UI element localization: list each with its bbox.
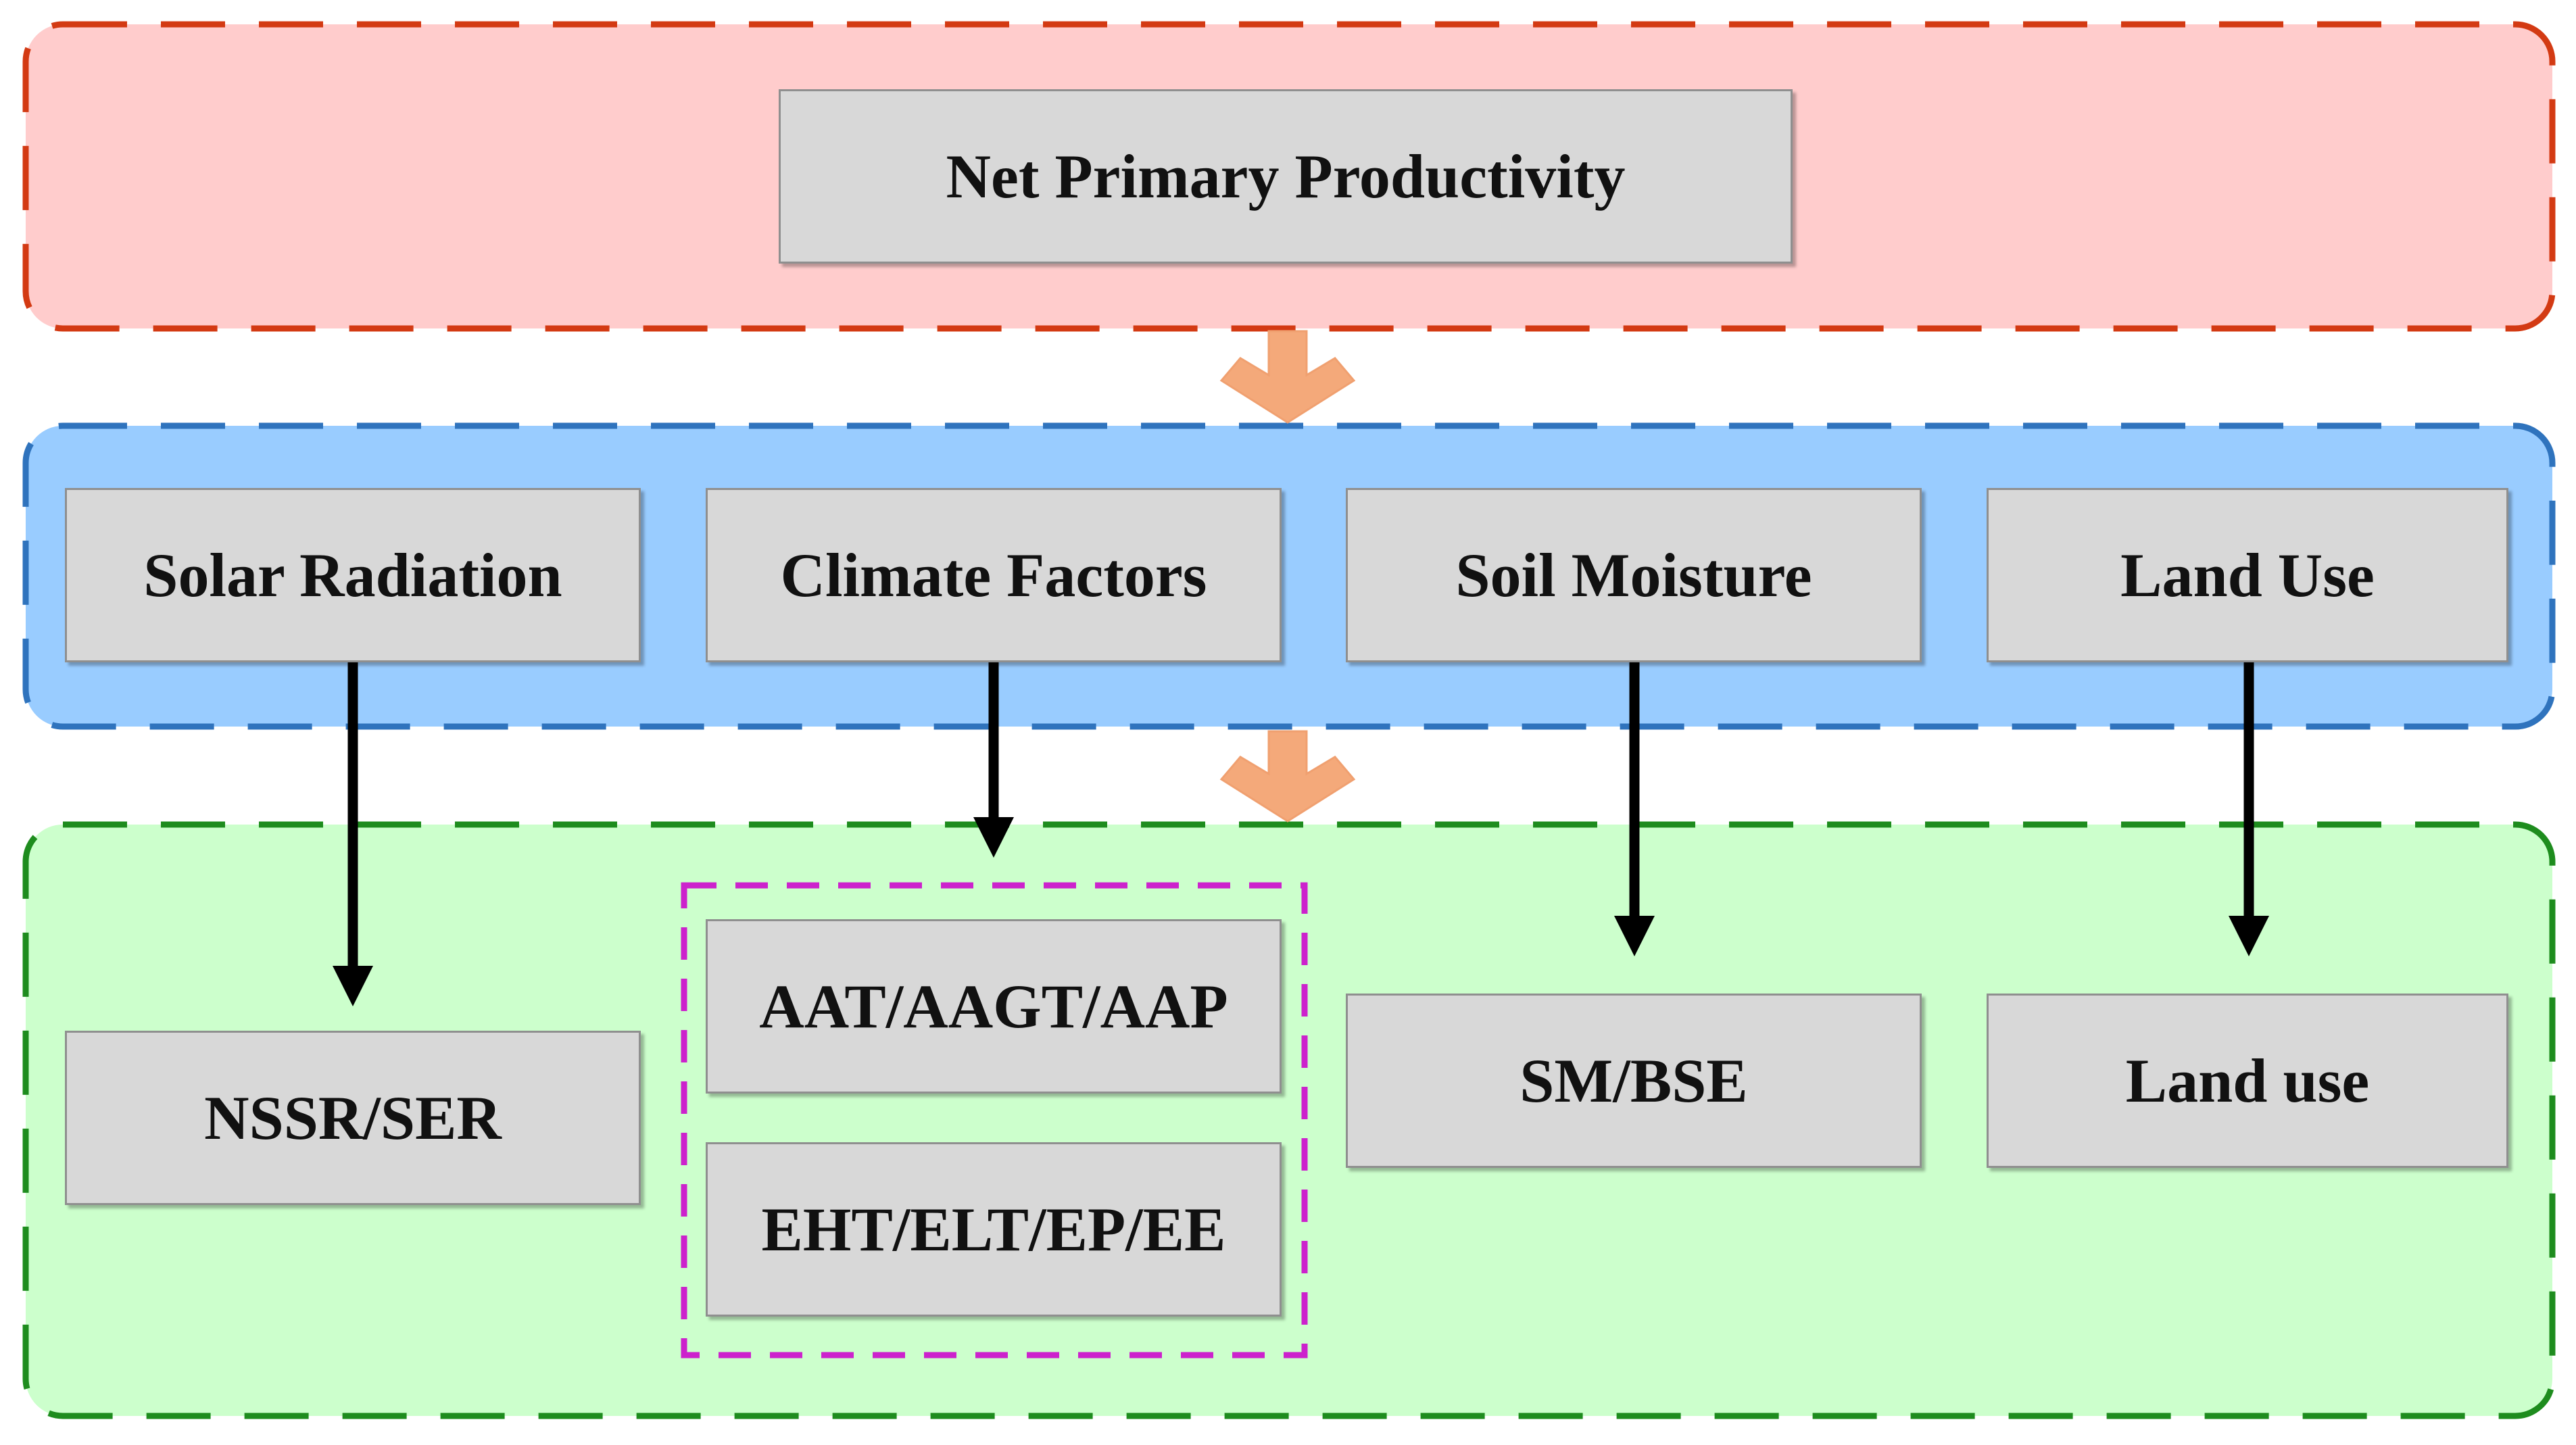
bottom-layer-panel bbox=[22, 821, 2556, 1419]
climate-variables-group bbox=[681, 882, 1308, 1358]
net-primary-productivity-box: Net Primary Productivity bbox=[779, 89, 1793, 264]
climate-factors-box: Climate Factors bbox=[706, 488, 1282, 662]
aat-aagt-aap-box: AAT/AAGT/AAP bbox=[706, 919, 1282, 1094]
soil-moisture-box: Soil Moisture bbox=[1346, 488, 1922, 662]
land-use-output-box: Land use bbox=[1987, 994, 2508, 1168]
block-arrow-down-icon bbox=[1219, 330, 1356, 424]
eht-elt-ep-ee-box: EHT/ELT/EP/EE bbox=[706, 1142, 1282, 1317]
nssr-ser-box: NSSR/SER bbox=[65, 1031, 641, 1205]
land-use-box: Land Use bbox=[1987, 488, 2508, 662]
block-arrow-down-icon bbox=[1219, 730, 1356, 823]
solar-radiation-box: Solar Radiation bbox=[65, 488, 641, 662]
sm-bse-box: SM/BSE bbox=[1346, 994, 1922, 1168]
